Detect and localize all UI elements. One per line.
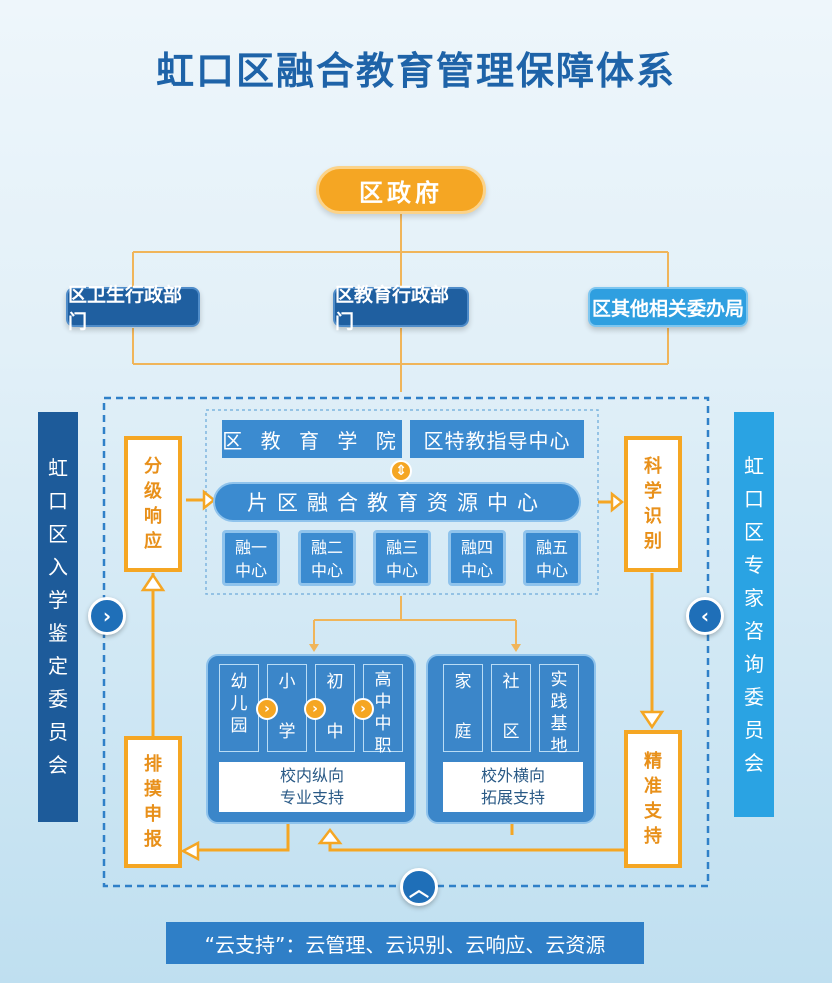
in-school-label: 校内纵向专业支持	[219, 762, 405, 812]
expert-committee: 虹口区专家咨询委员会	[734, 412, 774, 817]
fusion-center-1: 融一中心	[222, 530, 280, 586]
chevron-right-icon: ›	[352, 698, 374, 720]
arrow-left	[180, 840, 200, 862]
fusion-center-3: 融三中心	[373, 530, 431, 586]
step-screening-report: 排摸申报	[124, 736, 182, 868]
resource-center: 片区融合教育资源中心	[213, 482, 581, 522]
step-scientific-identification: 科学识别	[624, 436, 682, 572]
fusion-center-4: 融四中心	[448, 530, 506, 586]
chevron-right-icon: ›	[256, 698, 278, 720]
fusion-center-2: 融二中心	[298, 530, 356, 586]
arrow-down	[639, 710, 665, 730]
step-precise-support: 精准支持	[624, 730, 682, 868]
column-senior-vocational: 高中中职	[363, 664, 403, 756]
arrow-up-small	[317, 827, 343, 845]
chevron-left-icon: ‹	[686, 597, 724, 635]
chevron-up-icon: ︿	[400, 868, 438, 906]
chevron-right-icon: ›	[304, 698, 326, 720]
cloud-support-bar: “云支持”：云管理、云识别、云响应、云资源	[166, 922, 644, 964]
special-education-center: 区特教指导中心	[410, 420, 584, 458]
column-family: 家庭	[443, 664, 483, 752]
admission-committee: 虹口区入学鉴定委员会	[38, 412, 78, 822]
district-education-institute: 区 教 育 学 院	[222, 420, 402, 458]
dept-other: 区其他相关委办局	[588, 287, 748, 327]
page-title: 虹口区融合教育管理保障体系	[155, 49, 676, 93]
dept-education: 区教育行政部门	[333, 284, 469, 333]
district-government: 区政府	[316, 166, 486, 214]
column-kindergarten: 幼儿园	[219, 664, 259, 752]
arrow-right-2	[610, 491, 625, 513]
out-school-label: 校外横向拓展支持	[443, 762, 583, 812]
fusion-center-5: 融五中心	[523, 530, 581, 586]
column-community: 社区	[491, 664, 531, 752]
dept-health: 区卫生行政部门	[66, 284, 200, 333]
chevron-right-icon: ›	[88, 597, 126, 635]
arrow-up	[140, 572, 166, 592]
step-graded-response: 分级响应	[124, 436, 182, 572]
arrow-right	[202, 489, 217, 511]
column-practice-base: 实践基地	[539, 664, 579, 756]
chevron-up-down-icon: ⇕	[390, 460, 412, 482]
